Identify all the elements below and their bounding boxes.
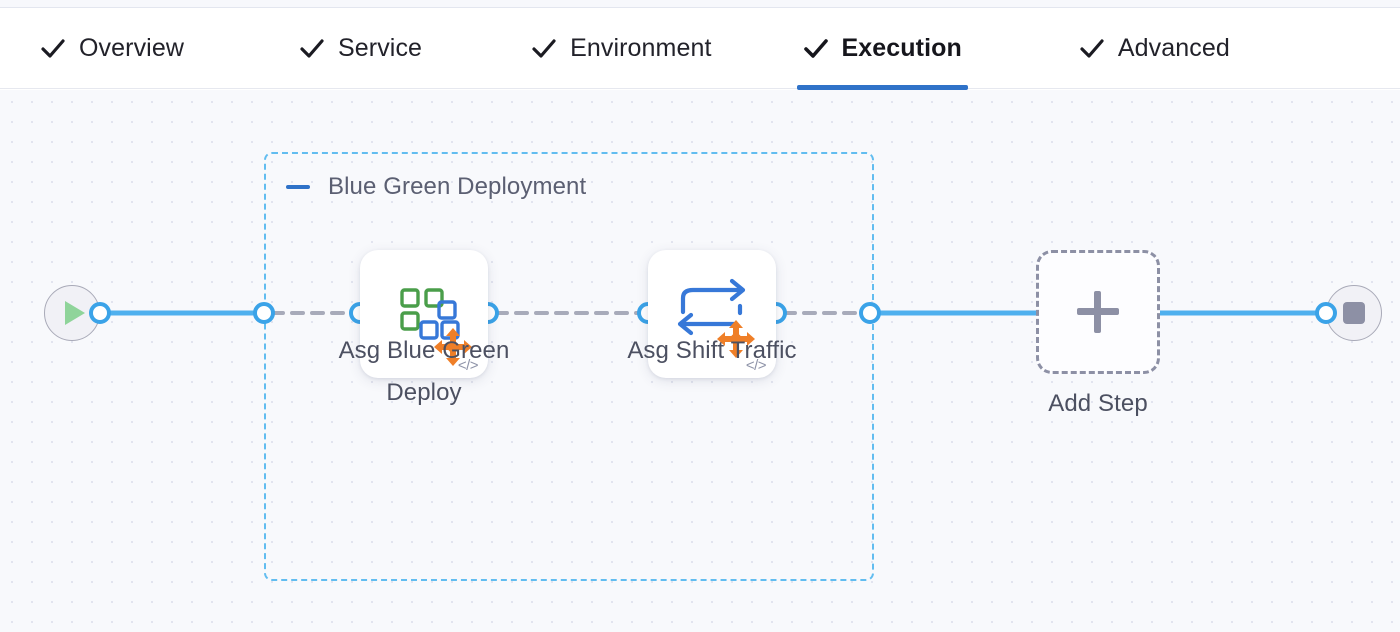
stop-icon — [1343, 302, 1365, 324]
step-node-asg-blue-green-deploy[interactable]: </> — [360, 250, 488, 378]
pipeline-tab-bar: Overview Service Environment Execution — [0, 9, 1400, 90]
tab-environment[interactable]: Environment — [525, 9, 739, 89]
group-header: Blue Green Deployment — [286, 172, 586, 202]
minus-icon[interactable] — [286, 185, 310, 189]
active-tab-indicator — [796, 84, 968, 90]
tab-advanced[interactable]: Advanced — [1073, 9, 1258, 89]
step-label-asg-shift-traffic: Asg Shift Traffic — [627, 337, 797, 364]
check-icon — [299, 36, 325, 62]
stage-group-blue-green-deployment[interactable] — [264, 152, 874, 581]
code-glyph-icon: </> — [457, 357, 479, 374]
add-step-button[interactable] — [1036, 250, 1160, 374]
tab-label: Execution — [841, 34, 962, 62]
tab-execution[interactable]: Execution — [796, 9, 990, 90]
connector-dot-group-exit[interactable] — [859, 302, 881, 324]
step-label-asg-blue-green-deploy: Asg Blue Green Deploy — [338, 337, 510, 406]
pipeline-start-node[interactable] — [44, 285, 100, 341]
connector-dot-start[interactable] — [89, 302, 111, 324]
play-icon — [65, 301, 85, 325]
tab-label: Environment — [570, 34, 712, 62]
tab-label: Overview — [79, 34, 184, 62]
asg-shift-traffic-icon — [648, 250, 776, 378]
add-step-label: Add Step — [1048, 390, 1148, 417]
check-icon — [531, 36, 557, 62]
pipeline-canvas[interactable]: Blue Green Deployment — [0, 90, 1400, 632]
connector-dot-end[interactable] — [1315, 302, 1337, 324]
check-icon — [40, 36, 66, 62]
tab-label: Advanced — [1117, 34, 1230, 62]
step-node-asg-shift-traffic[interactable]: </> — [648, 250, 776, 378]
plus-icon — [1077, 291, 1119, 333]
group-title: Blue Green Deployment — [328, 173, 587, 200]
check-icon — [1079, 36, 1105, 62]
check-icon — [803, 36, 829, 62]
tab-service[interactable]: Service — [293, 9, 450, 89]
tab-label: Service — [338, 34, 423, 62]
top-strip — [0, 0, 1400, 8]
asg-blue-green-deploy-icon — [360, 250, 488, 378]
code-glyph-icon: </> — [745, 357, 767, 374]
connector-dot-group-entry[interactable] — [253, 302, 275, 324]
tab-overview[interactable]: Overview — [34, 9, 212, 89]
